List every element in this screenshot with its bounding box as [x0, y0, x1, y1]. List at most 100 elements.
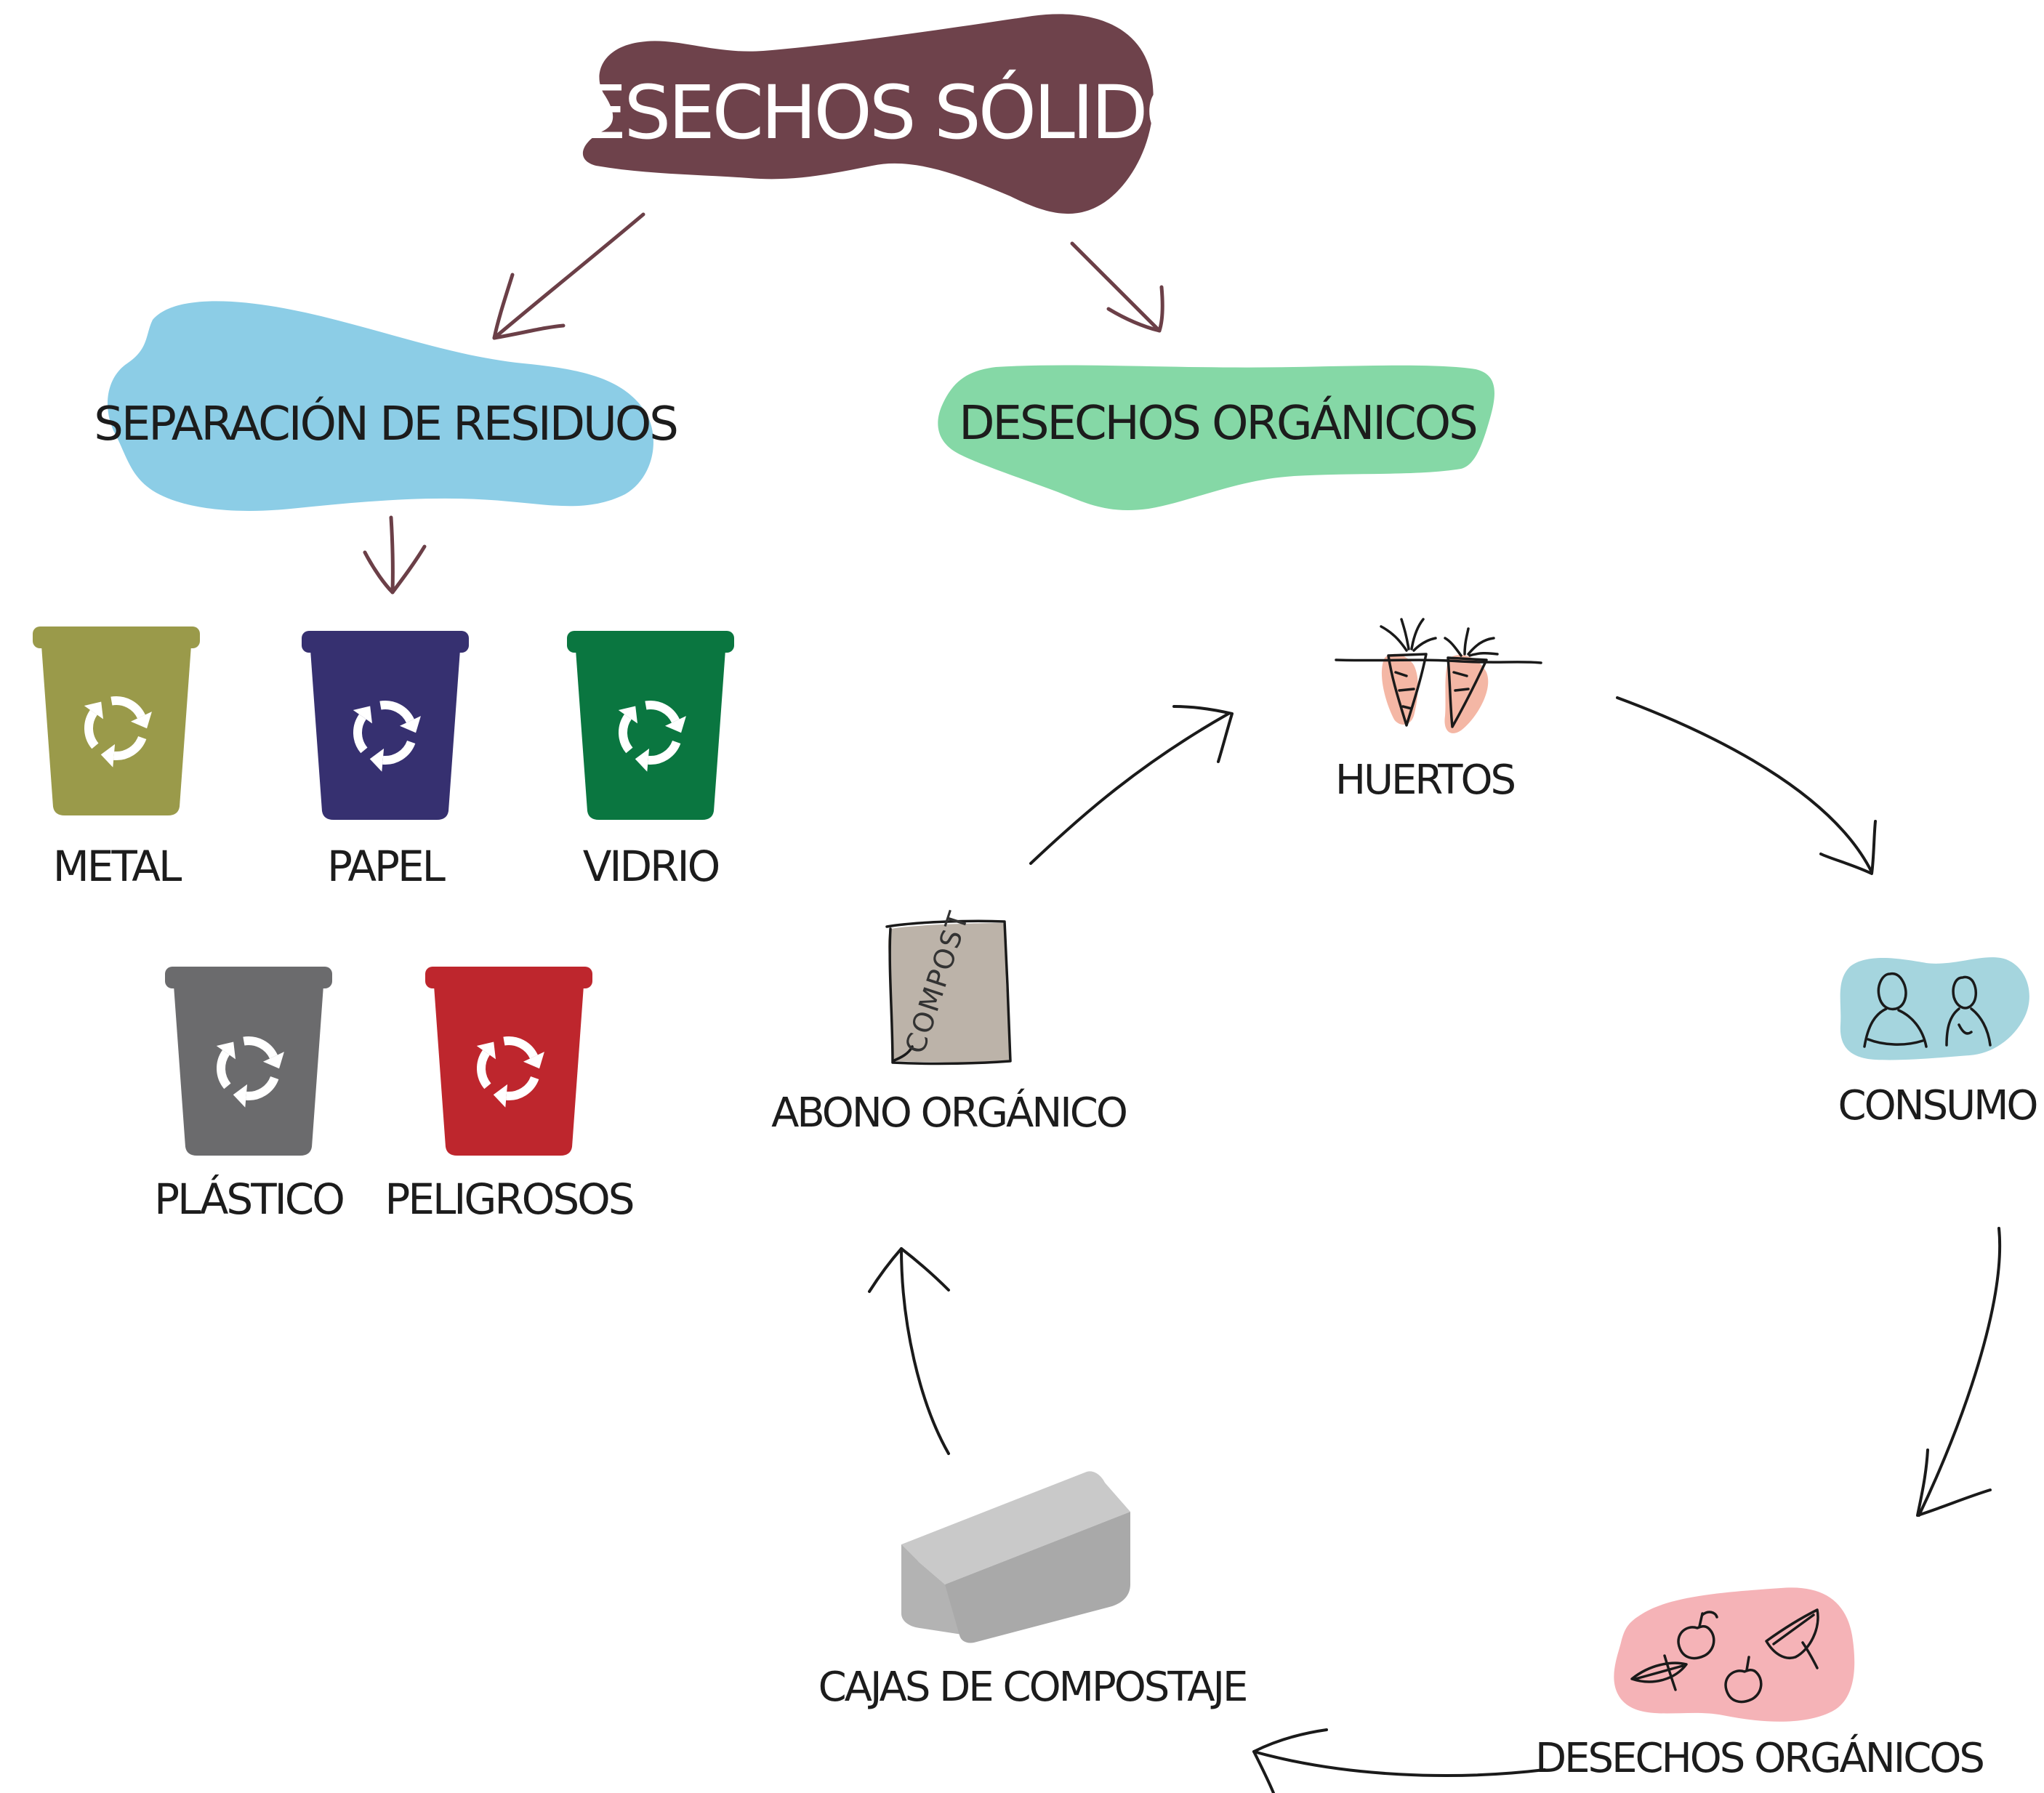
recycle-arc [84, 709, 99, 749]
carrot-left [1387, 653, 1428, 727]
recycle-arrowhead [664, 716, 686, 733]
compost-bag-icon: COMPOST [885, 907, 1012, 1065]
carrot-left-leaves [1380, 618, 1437, 652]
recycle-arrowhead [399, 716, 421, 733]
abono-label: ABONO ORGÁNICO [771, 1089, 1126, 1137]
consumo-node: CONSUMO [1838, 957, 2039, 1129]
bin-lid [302, 631, 469, 653]
leaf-1 [1630, 1654, 1688, 1691]
recycling-bins: METAL PAPEL VIDRIO PLÁSTICO PELIGROSOS [33, 626, 734, 1224]
huertos-node: HUERTOS [1335, 618, 1542, 804]
recycle-arrowhead [523, 1052, 544, 1069]
title-text: DESECHOS SÓLIDOS [526, 69, 1244, 156]
arrow-head-organic [1106, 285, 1164, 333]
bin-body [434, 986, 584, 1156]
recycle-arrowhead [100, 744, 116, 767]
recycle-arrowhead [353, 706, 372, 724]
arrow-head-desechos-cajas [1252, 1728, 1328, 1793]
recycle-arc [506, 1076, 539, 1100]
arrow-huertos-consumo [1616, 696, 1873, 874]
consumo-label: CONSUMO [1838, 1082, 2037, 1129]
bin-label: PELIGROSOS [385, 1174, 632, 1224]
bin-lid [425, 967, 592, 988]
recycle-arc [619, 714, 633, 754]
recycle-icon [353, 701, 421, 772]
recycle-arrowhead [84, 701, 103, 720]
recycle-icon [476, 1036, 544, 1108]
recycle-arc [648, 740, 681, 765]
arrow-head-separation [492, 273, 566, 340]
bag-outline [885, 919, 1012, 1065]
bin-plástico: PLÁSTICO [154, 967, 345, 1224]
recycle-icon [84, 696, 152, 767]
recycle-arc [243, 1036, 278, 1059]
abono-node: COMPOST ABONO ORGÁNICO [771, 907, 1128, 1137]
bin-lid [33, 626, 200, 648]
organic-label: DESECHOS ORGÁNICOS [959, 395, 1476, 451]
apple-1 [1677, 1611, 1718, 1660]
huertos-blob-2 [1444, 655, 1489, 733]
bin-papel: PAPEL [302, 631, 469, 891]
recycle-arc [113, 736, 147, 760]
huertos-label: HUERTOS [1335, 757, 1515, 804]
recycle-arrowhead [635, 748, 650, 772]
organic-node: DESECHOS ORGÁNICOS [938, 365, 1494, 510]
carrot-right-leaves [1444, 627, 1499, 657]
cajas-label: CAJAS DE COMPOSTAJE [818, 1664, 1247, 1711]
box-side [945, 1512, 1130, 1643]
arrow-to-bins [389, 515, 395, 595]
bin-label: PAPEL [327, 842, 446, 891]
arrow-head-bins [363, 544, 427, 595]
box-top [901, 1471, 1130, 1584]
recycle-arc [246, 1076, 279, 1100]
recycle-arc [110, 696, 145, 719]
bin-label: METAL [53, 842, 182, 891]
recycle-arc [503, 1036, 538, 1059]
recycle-arrowhead [233, 1084, 248, 1108]
bin-lid [567, 631, 734, 653]
title-arrows [492, 212, 1164, 340]
arrow-head-consumo-desechos [1916, 1448, 1992, 1517]
arrow-to-organic [1070, 241, 1162, 333]
recycle-arc [217, 1049, 231, 1089]
arrow-desechos-cajas [1252, 1750, 1546, 1777]
recycle-arrowhead [369, 748, 385, 772]
title-blob [582, 14, 1154, 214]
bin-body [174, 986, 323, 1156]
leaf-2 [1765, 1608, 1819, 1669]
arrow-cajas-abono [900, 1247, 950, 1455]
recycle-arrowhead [130, 712, 152, 729]
compost-bag [888, 923, 1010, 1063]
recycle-arc [379, 701, 414, 723]
bin-body [576, 650, 725, 820]
recycle-arc [353, 714, 368, 754]
recycle-arrowhead [476, 1041, 496, 1060]
desechos-node: DESECHOS ORGÁNICOS [1535, 1587, 1985, 1782]
title-node: DESECHOS SÓLIDOS [526, 14, 1248, 214]
soil-line [1335, 658, 1542, 664]
carrot-icon [1335, 618, 1542, 733]
bin-vidrio: VIDRIO [567, 631, 734, 891]
organic-blob [938, 365, 1494, 510]
bin-body [310, 650, 460, 820]
consumo-blob [1840, 957, 2029, 1060]
desechos-label: DESECHOS ORGÁNICOS [1535, 1735, 1983, 1782]
recycle-arrowhead [262, 1052, 284, 1069]
bin-metal: METAL [33, 626, 200, 891]
separation-label: SEPARACIÓN DE RESIDUOS [94, 396, 677, 451]
arrow-abono-huertos [1029, 712, 1230, 865]
arrow-head-huertos-consumo [1819, 820, 1877, 875]
people-icon [1840, 957, 2029, 1060]
separation-blob [108, 301, 653, 511]
carrot-right [1447, 656, 1488, 728]
bin-label: VIDRIO [583, 842, 719, 891]
cycle-arrows [868, 696, 2002, 1793]
separation-node: SEPARACIÓN DE RESIDUOS [94, 301, 679, 511]
bin-lid [165, 967, 332, 988]
person-right [1945, 975, 1992, 1047]
arrow-consumo-desechos [1918, 1227, 2002, 1517]
separation-arrow [363, 515, 427, 595]
compost-box-icon [901, 1471, 1130, 1643]
